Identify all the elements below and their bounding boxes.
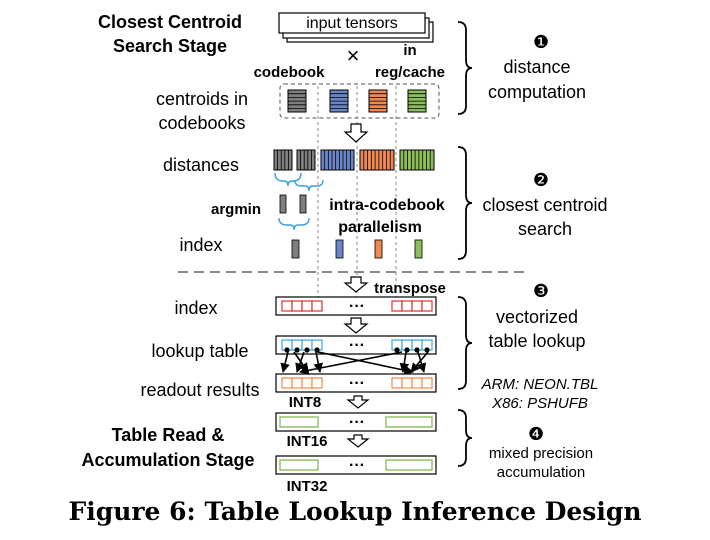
codebook-block-3 xyxy=(368,89,388,113)
readout-vector: ··· xyxy=(275,373,437,393)
search-stage-title-line1: Closest Centroid xyxy=(98,12,242,32)
index-label-top: index xyxy=(179,235,222,255)
step1-number: ❶ xyxy=(533,32,549,52)
step2-text-line2: search xyxy=(518,219,572,239)
lookup-table-label: lookup table xyxy=(151,341,248,361)
search-stage-title-line2: Search Stage xyxy=(113,36,227,56)
argmin-result-2 xyxy=(299,194,307,214)
down-arrow-4 xyxy=(346,434,370,448)
step3-number: ❸ xyxy=(533,281,549,301)
reg-cache-label: reg/cache xyxy=(375,64,445,81)
accumulate-stage-title-line1: Table Read & xyxy=(112,425,225,445)
distance-block-3 xyxy=(320,149,355,171)
int32-vector: ··· xyxy=(275,455,437,475)
int32-vector-ellipsis: ··· xyxy=(349,457,365,474)
readout-label: readout results xyxy=(140,380,259,400)
step4-number: ❹ xyxy=(528,424,544,444)
argmin-result-1 xyxy=(279,194,287,214)
step1-text-line2: computation xyxy=(488,82,586,102)
distance-bars xyxy=(273,149,435,171)
transpose-label: transpose xyxy=(374,280,446,297)
isa-x86: X86: PSHUFB xyxy=(491,395,588,412)
index-bars xyxy=(291,239,423,259)
distance-block-5 xyxy=(399,149,435,171)
step2-number: ❷ xyxy=(533,170,549,190)
int8-label: INT8 xyxy=(289,394,322,411)
int32-label: INT32 xyxy=(287,478,328,495)
int16-vector: ··· xyxy=(275,412,437,432)
transpose-arrow xyxy=(343,276,369,293)
codebook-label: codebook xyxy=(254,64,325,81)
int16-vector-ellipsis: ··· xyxy=(349,414,365,431)
distances-label: distances xyxy=(163,155,239,175)
index-vector: ··· xyxy=(275,296,437,316)
codebooks xyxy=(287,89,427,113)
index-label-mid: index xyxy=(174,298,217,318)
step4-text-line2: accumulation xyxy=(497,464,585,481)
accumulate-stage-title-line2: Accumulation Stage xyxy=(81,450,254,470)
index-bar-3 xyxy=(374,239,383,259)
brace-step2 xyxy=(457,146,473,260)
down-arrow-1 xyxy=(343,123,369,143)
figure-caption: Figure 6: Table Lookup Inference Design xyxy=(68,497,642,526)
codebook-block-4 xyxy=(407,89,427,113)
input-tensors-stack: input tensors xyxy=(278,12,434,43)
argmin-brace-left xyxy=(274,172,302,187)
index-brace xyxy=(278,217,310,231)
brace-step1 xyxy=(457,21,473,115)
step1-text-line1: distance xyxy=(503,57,570,77)
design-diagram: Closest Centroid Search Stage Table Read… xyxy=(81,12,607,495)
intra-codebook-label-line1: intra-codebook xyxy=(329,197,445,214)
input-tensors-label: input tensors xyxy=(306,15,398,32)
down-arrow-2 xyxy=(343,317,369,334)
multiply-sign: × xyxy=(347,43,360,68)
lookup-table-vector: ··· xyxy=(275,335,437,355)
argmin-label: argmin xyxy=(211,201,261,218)
index-vector-ellipsis: ··· xyxy=(349,298,365,315)
distance-block-2 xyxy=(296,149,316,171)
codebook-block-2 xyxy=(329,89,349,113)
step4-text-line1: mixed precision xyxy=(489,445,593,462)
int16-label: INT16 xyxy=(287,433,328,450)
lookup-table-vector-ellipsis: ··· xyxy=(349,337,365,354)
index-bar-2 xyxy=(335,239,344,259)
vector-rows: ··· ··· ··· ··· ··· xyxy=(275,296,437,475)
step2-text-line1: closest centroid xyxy=(482,195,607,215)
distance-block-1 xyxy=(273,149,293,171)
in-label: in xyxy=(403,42,416,59)
lookup-arrows xyxy=(280,351,429,376)
codebook-block-1 xyxy=(287,89,307,113)
centroids-label-line1: centroids in xyxy=(156,89,248,109)
step3-text-line1: vectorized xyxy=(496,307,578,327)
down-arrow-3 xyxy=(346,395,370,409)
centroids-label-line2: codebooks xyxy=(158,113,245,133)
step3-text-line2: table lookup xyxy=(488,331,585,351)
brace-step4 xyxy=(457,409,473,467)
brace-step3 xyxy=(457,296,473,390)
index-bar-4 xyxy=(414,239,423,259)
argmin-brace-right xyxy=(294,179,324,192)
distance-block-4 xyxy=(359,149,395,171)
index-bar-1 xyxy=(291,239,300,259)
isa-arm: ARM: NEON.TBL xyxy=(481,376,599,393)
intra-codebook-label-line2: parallelism xyxy=(338,219,422,236)
codebooks-region xyxy=(279,83,440,119)
readout-vector-ellipsis: ··· xyxy=(349,375,365,392)
